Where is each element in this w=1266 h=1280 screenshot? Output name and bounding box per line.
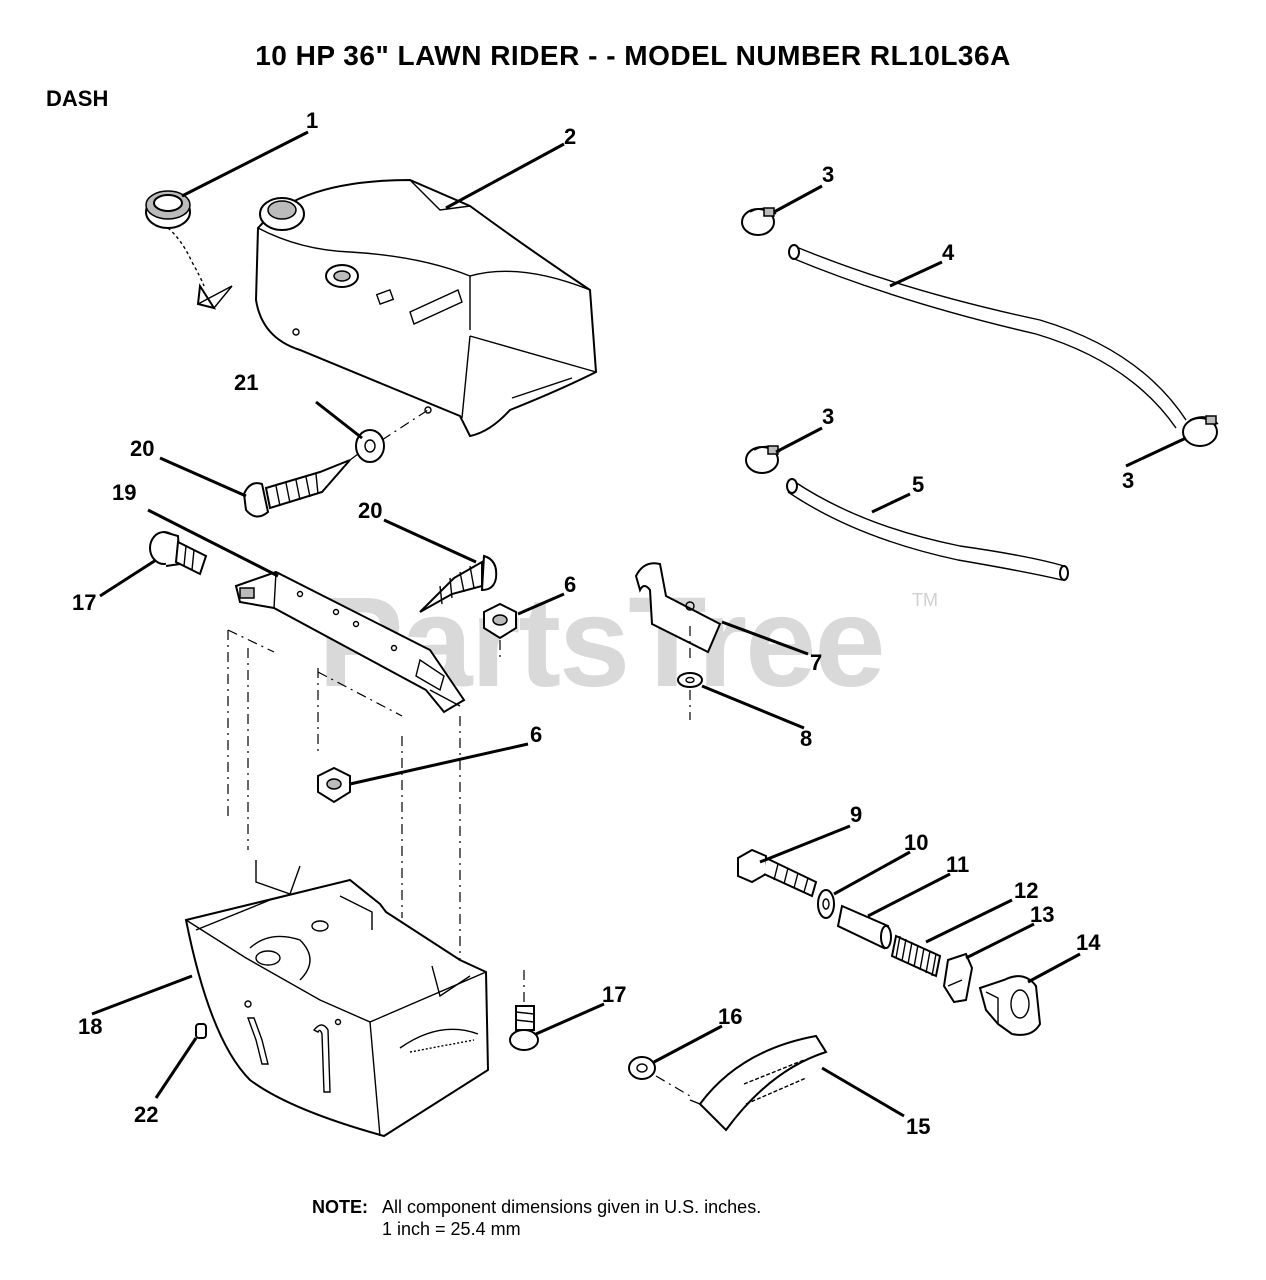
callout-17-right: 17: [602, 982, 626, 1007]
part-nut-6a[interactable]: [483, 602, 517, 660]
callout-22: 22: [134, 1102, 158, 1127]
callout-6-lower: 6: [530, 722, 542, 747]
callout-16: 16: [718, 1004, 742, 1029]
callout-7: 7: [810, 650, 822, 675]
section-label: DASH: [46, 86, 109, 111]
callout-6-upper: 6: [564, 572, 576, 597]
part-screw-20a[interactable]: [242, 453, 359, 518]
callout-9: 9: [850, 802, 862, 827]
leader-lines: [91, 130, 1187, 1118]
callout-20-left: 20: [130, 436, 154, 461]
callout-10: 10: [904, 830, 928, 855]
watermark-trademark: TM: [912, 590, 938, 610]
callout-3-right: 3: [1122, 468, 1134, 493]
part-bolt-9[interactable]: [737, 848, 818, 898]
part-clip-13[interactable]: [942, 952, 974, 1004]
part-clamp-3a[interactable]: [741, 207, 777, 236]
part-nut-6b[interactable]: [317, 766, 351, 804]
part-dash-panel[interactable]: [184, 860, 490, 1138]
part-fuel-hose-5[interactable]: [786, 478, 1069, 581]
part-plug-22[interactable]: [195, 1023, 207, 1039]
callout-4: 4: [942, 240, 955, 265]
callout-5: 5: [912, 472, 924, 497]
dimension-note: NOTE: All component dimensions given in …: [312, 1196, 761, 1240]
part-hose-clip-7[interactable]: [634, 562, 722, 660]
callout-21: 21: [234, 370, 258, 395]
note-line-1: All component dimensions given in U.S. i…: [382, 1197, 762, 1217]
note-label: NOTE:: [312, 1197, 368, 1217]
part-clamp-3b[interactable]: [745, 445, 781, 474]
callout-18: 18: [78, 1014, 102, 1039]
part-fuel-hose-4[interactable]: [788, 244, 1187, 429]
callout-3-top: 3: [822, 162, 834, 187]
callout-8: 8: [800, 726, 812, 751]
part-indicator-plate-15[interactable]: [689, 1034, 828, 1132]
callout-20-right: 20: [358, 498, 382, 523]
callout-17-left: 17: [72, 590, 96, 615]
callout-11: 11: [946, 852, 969, 877]
part-screw-20b[interactable]: [419, 554, 498, 613]
callout-labels: 1 2 3 3 3 4 5 6 6 7 8 9 10 11 12 13 14 1…: [72, 108, 1134, 1139]
note-line-2: 1 inch = 25.4 mm: [382, 1219, 521, 1239]
callout-19: 19: [112, 480, 136, 505]
part-washer-8[interactable]: [677, 672, 703, 720]
part-clamp-3c[interactable]: [1182, 415, 1219, 447]
callout-15: 15: [906, 1114, 930, 1139]
part-washer-10[interactable]: [817, 889, 835, 919]
callout-1: 1: [306, 108, 318, 133]
part-spring-12[interactable]: [890, 934, 942, 978]
part-spacer-11[interactable]: [836, 904, 892, 950]
callout-13: 13: [1030, 902, 1054, 927]
part-fuel-tank[interactable]: [254, 178, 598, 438]
diagram-title: 10 HP 36" LAWN RIDER - - MODEL NUMBER RL…: [255, 40, 1011, 71]
callout-12: 12: [1014, 878, 1038, 903]
callout-14: 14: [1076, 930, 1101, 955]
part-dash-bracket[interactable]: [227, 570, 466, 960]
part-washer-21[interactable]: [355, 409, 429, 463]
part-bracket-14[interactable]: [978, 975, 1042, 1036]
part-bolt-17a[interactable]: [149, 531, 208, 576]
part-washer-16[interactable]: [628, 1056, 691, 1097]
part-fuel-cap[interactable]: [145, 190, 233, 310]
part-bolt-17b[interactable]: [509, 970, 539, 1051]
note-body: All component dimensions given in U.S. i…: [382, 1196, 761, 1240]
callout-3-middle: 3: [822, 404, 834, 429]
callout-2: 2: [564, 124, 576, 149]
